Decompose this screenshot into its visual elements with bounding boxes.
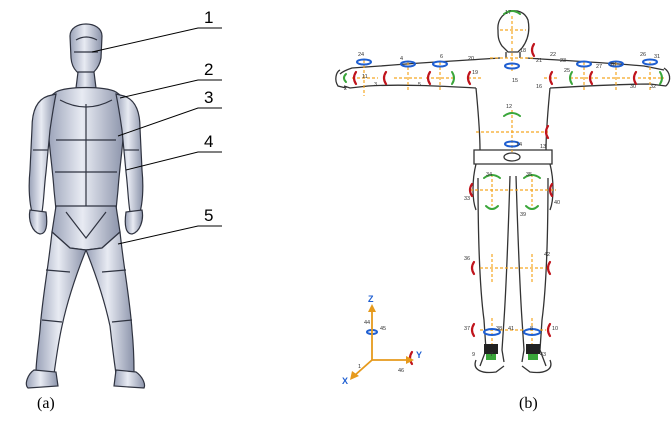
coordinate-axes [353,310,408,377]
joint-label: 1 [358,364,361,370]
joint-label: 19 [472,70,478,76]
joint-label: 5 [418,82,421,88]
joint-label: 13 [540,144,546,150]
joint-number-labels: 17 18 24 20 19 21 22 23 25 12 13 14 15 1… [344,10,660,374]
caption-a: (a) [37,395,55,412]
joint-label: 44 [364,320,370,326]
joint-label: 17 [505,10,511,16]
joint-label: 11 [362,74,368,80]
joint-label: 43 [540,352,546,358]
joint-label: 32 [650,84,656,90]
joint-label: 39 [520,212,526,218]
part-label-1: 1 [204,8,214,27]
joint-label: 22 [550,52,556,58]
mannequin-figure [25,23,146,389]
rotation-marks-blue [356,58,658,336]
joint-label: 41 [508,326,514,332]
part-label-4: 4 [204,132,214,151]
joint-label: 4 [400,56,403,62]
joint-label: 6 [440,54,443,60]
joint-label: 2 [344,86,347,92]
axis-arrowheads [350,304,414,380]
right-foot-sensor [526,344,540,354]
joint-markers [352,16,664,346]
joint-label: 23 [560,58,566,64]
joint-label: 21 [536,58,542,64]
joint-label: 38 [496,326,502,332]
joint-label: 20 [468,56,474,62]
joint-label: 36 [464,256,470,262]
part-label-3: 3 [204,88,214,107]
left-foot-sensor [484,344,498,354]
joint-label: 15 [512,78,518,84]
joint-label: 31 [654,54,660,60]
joint-label: 9 [472,352,475,358]
joint-label: 26 [640,52,646,58]
left-foot-marker [486,354,496,360]
axis-y-label: Y [416,350,422,360]
axis-z-label: Z [368,294,374,304]
part-label-2: 2 [204,60,214,79]
joint-label: 40 [554,200,560,206]
rotation-marks-red [352,42,638,366]
part-label-5: 5 [204,206,214,225]
right-foot-marker [528,354,538,360]
joint-label: 18 [520,48,526,54]
rotation-marks-green [343,10,663,210]
joint-label: 7 [490,352,493,358]
joint-label: 27 [596,64,602,70]
joint-label: 37 [464,326,470,332]
joint-label: 45 [380,326,386,332]
joint-label: 33 [464,196,470,202]
body-outline [335,10,671,374]
caption-b: (b) [519,395,538,412]
joint-label: 14 [516,142,522,148]
joint-label: 46 [398,368,404,374]
joint-label: 8 [530,326,533,332]
leader-lines [91,27,222,245]
joint-label: 28 [610,62,616,68]
joint-label: 12 [506,104,512,110]
joint-label: 35 [526,172,532,178]
joint-label: 30 [630,84,636,90]
joint-label: 24 [358,52,364,58]
joint-label: 3 [374,82,377,88]
joint-label: 34 [486,172,492,178]
axis-x-label: X [342,376,348,386]
joint-label: 42 [544,252,550,258]
joint-label: 25 [564,68,570,74]
joint-label: 16 [536,84,542,90]
joint-label: 10 [552,326,558,332]
